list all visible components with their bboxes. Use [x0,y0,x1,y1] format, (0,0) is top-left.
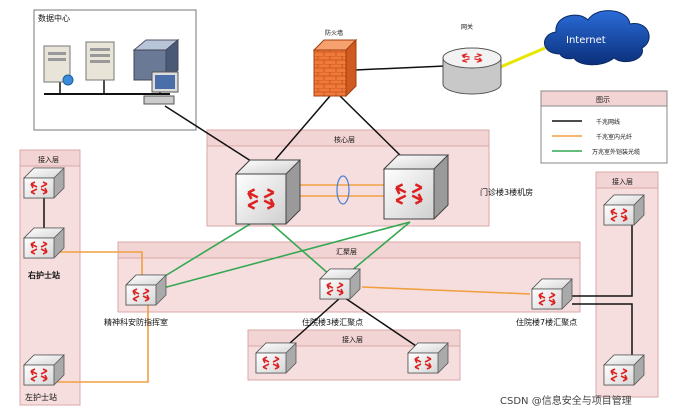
gateway-label: 网关 [461,23,473,31]
psych-label: 精神科安防指挥室 [104,317,168,327]
right-nurse-label: 右护士站 [27,270,60,280]
agg-switch-inpatient7 [532,279,572,309]
core-switch-right [382,154,450,220]
aggregation-layer-label: 汇聚层 [336,248,357,256]
core-layer-label: 核心层 [334,135,355,144]
legend-title: 图示 [596,96,610,104]
link-dc-core1 [164,105,266,171]
access-switch-bottom-right [408,343,448,373]
watermark-text: CSDN @信息安全与项目管理 [500,394,632,407]
storage-array-icon [132,38,180,82]
internet-cloud-icon [544,10,650,66]
access-switch-bottom-left [256,343,296,373]
access-bottom-label: 接入层 [342,335,363,344]
link-inp3-access-b [344,297,426,353]
aggregation-layer-header [117,241,581,259]
legend-label-copper: 千兆网线 [596,118,620,126]
link-fw-core2 [339,95,406,161]
inpatient7-label: 住院楼7楼汇聚点 [516,317,577,327]
fiber-leftnurse-psych [50,300,149,383]
server-rack-icon [85,41,115,81]
internet-label: Internet [566,35,606,46]
access-switch-right-nurse [24,228,64,258]
legend: 图示 千兆网线 千兆室内光纤 万兆室外铠装光缆 [540,90,668,164]
access-switch-left-nurse [24,355,64,385]
access-right-label: 接入层 [612,177,633,186]
access-left-label: 接入层 [38,155,59,164]
gateway-router-icon [442,47,502,95]
link-fw-gateway [354,65,446,71]
agg-switch-psych [126,275,166,305]
firewall-icon [312,38,358,98]
server-tower-icon [43,45,74,86]
access-switch-left-top [24,168,64,198]
fiber-core1-inp3 [264,217,339,283]
link-inp7-access-bottom [572,303,633,358]
workstation-icon [143,71,179,105]
left-nurse-label: 左护士站 [25,392,57,402]
link-inp7-access-top [572,220,633,297]
legend-label-outdoor-fiber: 万兆室外铠装光缆 [592,148,640,156]
agg-switch-inpatient3 [320,269,360,299]
inpatient3-label: 住院楼3楼汇聚点 [302,317,363,327]
legend-label-indoor-fiber: 千兆室内光纤 [596,133,632,141]
clinic-room-label: 门诊楼3楼机房 [480,187,533,197]
access-switch-right-top [604,195,644,225]
access-right-header [595,171,659,189]
link-fw-core1 [274,95,331,161]
access-switch-right-bottom [604,355,644,385]
fiber-core2-psych [147,221,411,293]
firewall-label: 防火墙 [325,29,343,37]
core-switch-left [234,159,302,225]
data-center-label: 数据中心 [38,13,70,23]
core-layer-header [206,129,490,147]
access-left-header [19,149,81,167]
link-aggregation-ring [336,175,350,205]
fiber-rightnurse-psych [50,251,143,280]
fiber-inp3-inp7 [361,286,531,295]
